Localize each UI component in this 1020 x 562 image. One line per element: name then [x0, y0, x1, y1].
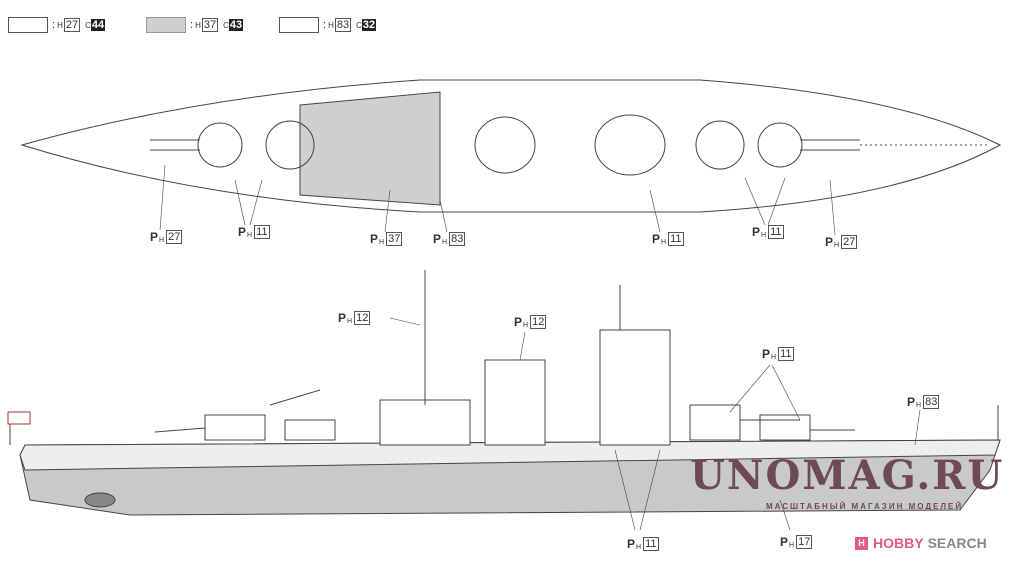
- h-code: 27: [63, 18, 81, 32]
- c-code: 32: [361, 19, 377, 31]
- color-swatch-white: [279, 17, 319, 33]
- hobby-search-logo-icon: H: [855, 536, 868, 550]
- watermark-title: UNOMAG.RU: [690, 452, 1005, 499]
- h-code: 37: [201, 18, 219, 32]
- hobby-search-brand: H HOBBY SEARCH: [855, 535, 987, 551]
- grey-deck-area: [299, 91, 441, 206]
- color-swatch-grey: [146, 17, 186, 33]
- ensign-flag: [7, 411, 31, 425]
- top-view: [20, 79, 1002, 236]
- h-code: 83: [334, 18, 352, 32]
- side-view: [7, 270, 1001, 531]
- c-code: 43: [228, 19, 244, 31]
- watermark-subtitle: МАСШТАБНЫЙ МАГАЗИН МОДЕЛЕЙ: [766, 502, 964, 511]
- color-swatch-white: [8, 17, 48, 33]
- c-code: 44: [90, 19, 106, 31]
